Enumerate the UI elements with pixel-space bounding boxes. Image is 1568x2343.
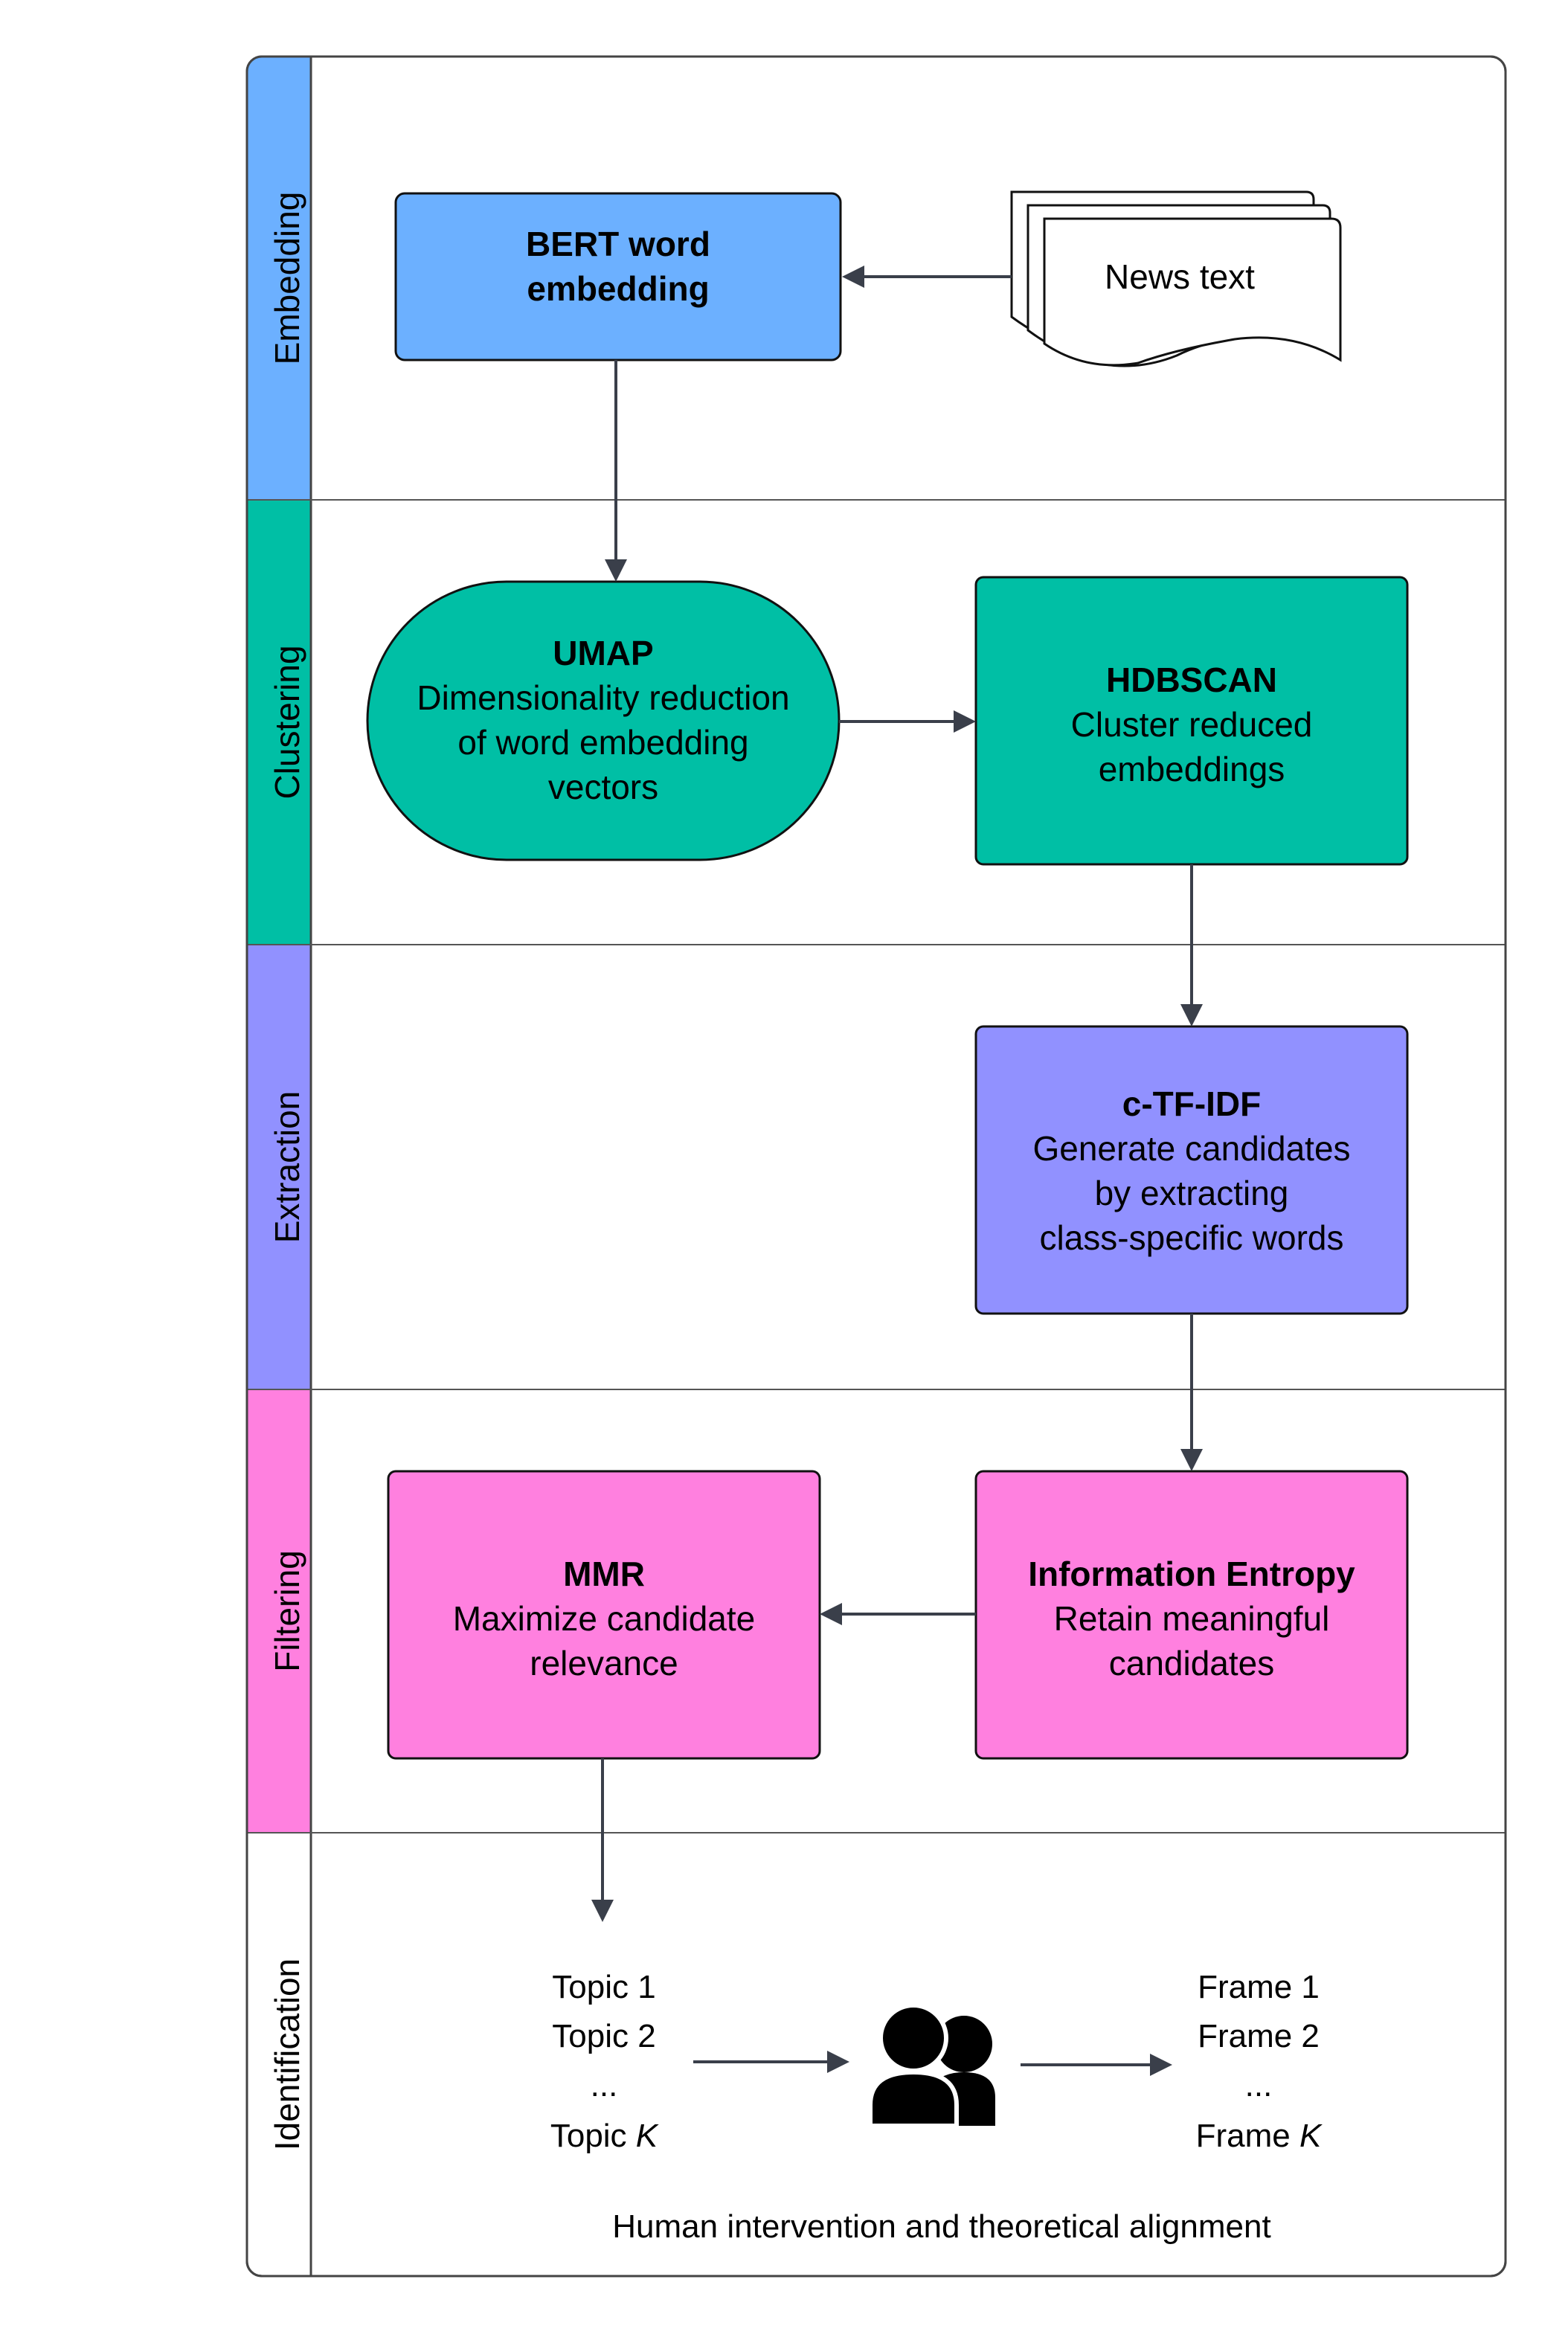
topic-item: Topic 1 xyxy=(552,1969,655,2005)
lane-extraction: Extraction xyxy=(247,945,311,1389)
frame-item: Frame 1 xyxy=(1198,1969,1320,2005)
mmr-title: MMR xyxy=(563,1555,645,1593)
umap-line2: of word embedding xyxy=(457,723,748,762)
hdbscan-title: HDBSCAN xyxy=(1106,661,1277,699)
lane-identification: Identification xyxy=(268,1958,306,2150)
bert-title-line2: embedding xyxy=(527,269,709,308)
topic-item-last: Topic K xyxy=(550,2118,659,2154)
ctfidf-line2: by extracting xyxy=(1095,1174,1289,1212)
bert-title: BERT word xyxy=(526,225,710,263)
entropy-line1: Retain meaningful xyxy=(1054,1599,1330,1638)
frame-item-last: Frame K xyxy=(1196,2118,1323,2154)
lane-label-embedding: Embedding xyxy=(268,192,306,365)
news-text-label: News text xyxy=(1105,257,1255,296)
frames-list: Frame 1 Frame 2 ... Frame K xyxy=(1196,1969,1323,2154)
mmr-line1: Maximize candidate xyxy=(453,1599,756,1638)
umap-line3: vectors xyxy=(548,768,658,806)
umap-title: UMAP xyxy=(553,634,653,672)
topic-item: Topic 2 xyxy=(552,2018,655,2054)
ctfidf-line1: Generate candidates xyxy=(1032,1129,1350,1168)
mmr-line2: relevance xyxy=(530,1644,678,1682)
hdbscan-line2: embeddings xyxy=(1099,750,1285,788)
ctfidf-line3: class-specific words xyxy=(1040,1218,1344,1257)
umap-line1: Dimensionality reduction xyxy=(417,678,789,717)
lane-label-filtering: Filtering xyxy=(268,1550,306,1672)
entropy-title: Information Entropy xyxy=(1028,1555,1355,1593)
lane-clustering: Clustering xyxy=(247,500,311,945)
hdbscan-line1: Cluster reduced xyxy=(1071,705,1313,744)
umap-node: UMAP Dimensionality reduction of word em… xyxy=(366,580,841,861)
ctfidf-node: c-TF-IDF Generate candidates by extracti… xyxy=(974,1025,1409,1315)
lane-embedding: Embedding xyxy=(247,57,311,500)
entropy-line2: candidates xyxy=(1109,1644,1275,1682)
lane-filtering: Filtering xyxy=(247,1389,311,1833)
lane-label-clustering: Clustering xyxy=(268,645,306,799)
lane-label-extraction: Extraction xyxy=(268,1091,306,1244)
information-entropy-node: Information Entropy Retain meaningful ca… xyxy=(974,1470,1409,1760)
lane-label-identification: Identification xyxy=(268,1958,306,2150)
people-icon xyxy=(868,2003,995,2128)
bert-embedding-node: BERT word embedding xyxy=(394,192,842,361)
topic-item: ... xyxy=(591,2067,618,2103)
hdbscan-node: HDBSCAN Cluster reduced embeddings xyxy=(974,576,1409,866)
news-text-document-icon: News text xyxy=(1010,190,1342,367)
topics-list: Topic 1 Topic 2 ... Topic K xyxy=(550,1969,659,2154)
mmr-node: MMR Maximize candidate relevance xyxy=(387,1470,821,1760)
identification-caption: Human intervention and theoretical align… xyxy=(612,2208,1270,2245)
ctfidf-title: c-TF-IDF xyxy=(1122,1084,1262,1123)
frame-item: ... xyxy=(1245,2067,1273,2103)
frame-item: Frame 2 xyxy=(1198,2018,1320,2054)
